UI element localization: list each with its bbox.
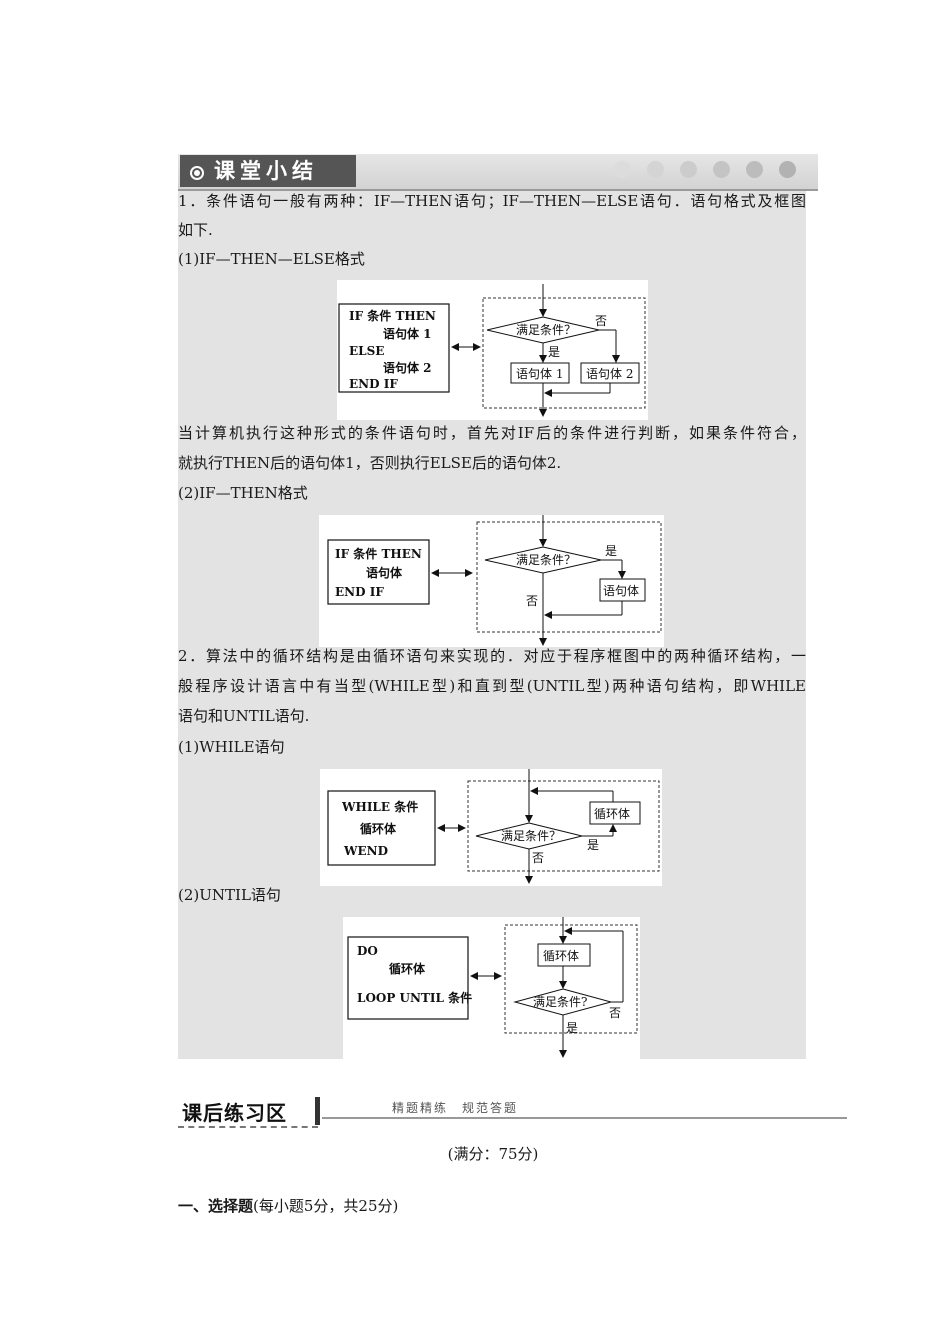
section-heading: 一、选择题(每小题5分，共25分): [178, 1195, 398, 1216]
flowchart-frame: [504, 924, 638, 1034]
diamond-label: 满足条件？: [516, 553, 576, 567]
diamond-label: 满足条件？: [516, 323, 576, 337]
yes-label: 是: [548, 345, 560, 359]
section-heading-note: (每小题5分，共25分): [253, 1197, 399, 1215]
summary-header-underline: [178, 189, 818, 191]
no-label: 否: [532, 851, 544, 865]
decor-dot-icon: [614, 161, 631, 178]
practice-rule: [322, 1117, 847, 1119]
decor-dot-icon: [746, 161, 763, 178]
subheading-if-then: (2)IF—THEN格式: [178, 484, 308, 502]
flowchart-frame: [476, 521, 662, 633]
code-line: IF 条件 THEN: [349, 308, 436, 323]
paragraph-3-line-2: 般程序设计语言中有当型(WHILE型)和直到型(UNTIL型)两种语句结构，即W…: [178, 677, 806, 695]
code-line: 循环体: [389, 961, 426, 976]
code-line: ELSE: [349, 344, 384, 358]
code-line: 语句体: [366, 565, 403, 580]
summary-title: 课堂小结: [180, 155, 356, 187]
code-box: [347, 936, 469, 1020]
paragraph-1-line-1: 1．条件语句一般有两种：IF—THEN语句；IF—THEN—ELSE语句．语句格…: [178, 192, 806, 210]
code-box: [338, 303, 450, 393]
full-score: (满分：75分): [447, 1145, 539, 1163]
no-label: 否: [609, 1006, 621, 1020]
diamond-label: 满足条件？: [501, 829, 561, 843]
code-line: IF 条件 THEN: [335, 546, 422, 561]
loop-body-box: [537, 943, 591, 967]
code-box: [327, 790, 436, 866]
code-box: [327, 539, 430, 605]
practice-subtitle: 精题精练 规范答题: [392, 1101, 519, 1115]
paragraph-3-line-1: 2．算法中的循环结构是由循环语句来实现的．对应于程序框图中的两种循环结构，一: [178, 647, 806, 665]
code-line: WHILE 条件: [341, 799, 418, 814]
section-heading-bold: 一、选择题: [178, 1197, 254, 1215]
code-line: WEND: [343, 844, 388, 858]
yes-label: 是: [587, 838, 599, 852]
box-label: 语句体: [603, 584, 639, 598]
practice-title-bar: [315, 1097, 320, 1125]
loop-body-box: [589, 801, 641, 825]
code-line: END IF: [349, 377, 398, 391]
decor-dot-icon: [680, 161, 697, 178]
box-label: 循环体: [543, 949, 579, 963]
figure-until: DO 循环体 LOOP UNTIL 条件 循环体 满足条件? 否 是: [343, 917, 640, 1059]
no-label: 否: [526, 594, 538, 608]
figure-if-then-else: IF 条件 THEN 语句体 1 ELSE 语句体 2 END IF 满足条件？…: [337, 280, 648, 420]
code-line: 语句体 1: [383, 326, 432, 341]
figure-while: WHILE 条件 循环体 WEND 满足条件？ 是 循环体 否: [320, 769, 662, 886]
statement-box-1: [510, 362, 570, 384]
code-line: 循环体: [360, 821, 397, 836]
target-circle-icon: [190, 166, 204, 180]
practice-title: 课后练习区: [182, 1101, 287, 1125]
box-label: 语句体 2: [586, 367, 633, 381]
code-line: DO: [357, 944, 378, 958]
practice-dash-rule: [178, 1126, 318, 1128]
yes-label: 是: [605, 544, 617, 558]
subheading-while: (1)WHILE语句: [178, 738, 285, 756]
flowchart-frame: [467, 780, 660, 872]
subheading-until: (2)UNTIL语句: [178, 886, 281, 904]
code-line: LOOP UNTIL 条件: [357, 990, 472, 1005]
diamond-label: 满足条件?: [533, 995, 587, 1009]
paragraph-3-line-3: 语句和UNTIL语句.: [178, 707, 310, 725]
box-label: 循环体: [594, 807, 630, 821]
flowchart-frame: [482, 297, 646, 409]
code-line: 语句体 2: [383, 360, 432, 375]
box-label: 语句体 1: [516, 367, 563, 381]
subheading-if-then-else: (1)IF—THEN—ELSE格式: [178, 250, 365, 268]
decor-dot-icon: [779, 161, 796, 178]
paragraph-2-line-2: 就执行THEN后的语句体1，否则执行ELSE后的语句体2.: [178, 454, 562, 472]
decor-dot-icon: [647, 161, 664, 178]
paragraph-1-line-2: 如下.: [178, 221, 213, 239]
summary-title-text: 课堂小结: [214, 159, 318, 183]
code-line: END IF: [335, 585, 384, 599]
yes-label: 是: [566, 1021, 578, 1035]
figure-if-then: IF 条件 THEN 语句体 END IF 满足条件？ 是 语句体 否: [319, 515, 664, 647]
decor-dot-icon: [713, 161, 730, 178]
no-label: 否: [595, 314, 607, 328]
paragraph-2-line-1: 当计算机执行这种形式的条件语句时，首先对IF后的条件进行判断，如果条件符合，: [178, 424, 806, 442]
